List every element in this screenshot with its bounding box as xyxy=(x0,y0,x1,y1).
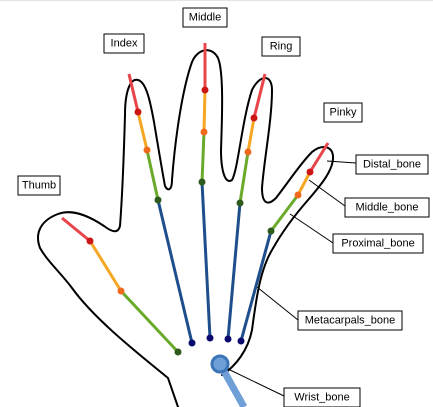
label-metacarpals-bone: Metacarpals_bone xyxy=(298,311,402,330)
ring-proximal-joint xyxy=(237,200,244,207)
ring-base-joint xyxy=(225,336,232,343)
ring-middle-joint xyxy=(245,149,252,156)
thumb-distal-bone xyxy=(62,218,90,241)
pinky-distal-joint xyxy=(307,169,314,176)
label-pinky-text: Pinky xyxy=(330,107,357,119)
pinky-base-joint xyxy=(238,338,245,345)
index-middle-bone xyxy=(138,112,147,150)
pinky-proximal-bone xyxy=(271,195,298,231)
index-distal-joint xyxy=(135,109,142,116)
middle-finger-metacarpal-bone xyxy=(202,182,210,338)
index-base-joint xyxy=(189,340,196,347)
index-proximal-bone xyxy=(147,150,158,200)
label-middle: Middle xyxy=(183,8,227,27)
pinky-middle-joint xyxy=(295,192,302,199)
index-bones xyxy=(129,74,196,347)
label-proximal-bone: Proximal_bone xyxy=(333,234,423,253)
label-wrist-bone-text: Wrist_bone xyxy=(294,392,349,404)
thumb-middle-joint xyxy=(118,288,125,295)
middle-finger-base-joint xyxy=(207,335,214,342)
label-proximal-bone-text: Proximal_bone xyxy=(341,238,414,250)
index-metacarpal-bone xyxy=(158,200,192,343)
hand-outline xyxy=(38,50,333,407)
leader-metacarpals xyxy=(257,287,298,320)
label-middle-bone-text: Middle_bone xyxy=(356,202,419,214)
middle-finger-distal-joint xyxy=(202,87,209,94)
label-thumb-text: Thumb xyxy=(22,180,56,192)
label-pinky: Pinky xyxy=(324,103,362,122)
label-middle-bone: Middle_bone xyxy=(345,198,429,217)
leader-proximal xyxy=(290,214,333,243)
middle-finger-proximal-bone xyxy=(202,132,204,182)
pinky-middle-bone xyxy=(298,172,310,195)
middle-finger-proximal-joint xyxy=(199,179,206,186)
ring-middle-bone xyxy=(248,118,254,152)
pinky-metacarpal-bone xyxy=(241,231,271,341)
pinky-proximal-joint xyxy=(268,228,275,235)
label-metacarpals-bone-text: Metacarpals_bone xyxy=(305,315,396,327)
label-ring-text: Ring xyxy=(270,41,293,53)
ring-proximal-bone xyxy=(240,152,248,203)
leader-distal xyxy=(327,161,356,163)
label-distal-bone: Distal_bone xyxy=(356,155,428,174)
ring-bones xyxy=(225,74,266,343)
thumb-bones xyxy=(62,218,182,356)
label-distal-bone-text: Distal_bone xyxy=(363,159,421,171)
ring-distal-joint xyxy=(251,115,258,122)
wrist-bone-head xyxy=(212,356,228,372)
thumb-proximal-joint xyxy=(175,349,182,356)
label-wrist-bone: Wrist_bone xyxy=(284,388,360,407)
label-index: Index xyxy=(104,34,144,53)
label-middle-text: Middle xyxy=(189,12,221,24)
label-ring: Ring xyxy=(262,37,300,56)
thumb-proximal-bone xyxy=(121,291,178,352)
middle-finger-bones xyxy=(199,43,214,342)
thumb-middle-bone xyxy=(90,241,121,291)
index-proximal-joint xyxy=(155,197,162,204)
label-thumb: Thumb xyxy=(18,176,60,195)
index-middle-joint xyxy=(144,147,151,154)
label-index-text: Index xyxy=(111,38,138,50)
thumb-distal-joint xyxy=(87,238,94,245)
middle-finger-middle-joint xyxy=(201,129,208,136)
ring-metacarpal-bone xyxy=(228,203,240,339)
middle-finger-middle-bone xyxy=(204,90,205,132)
